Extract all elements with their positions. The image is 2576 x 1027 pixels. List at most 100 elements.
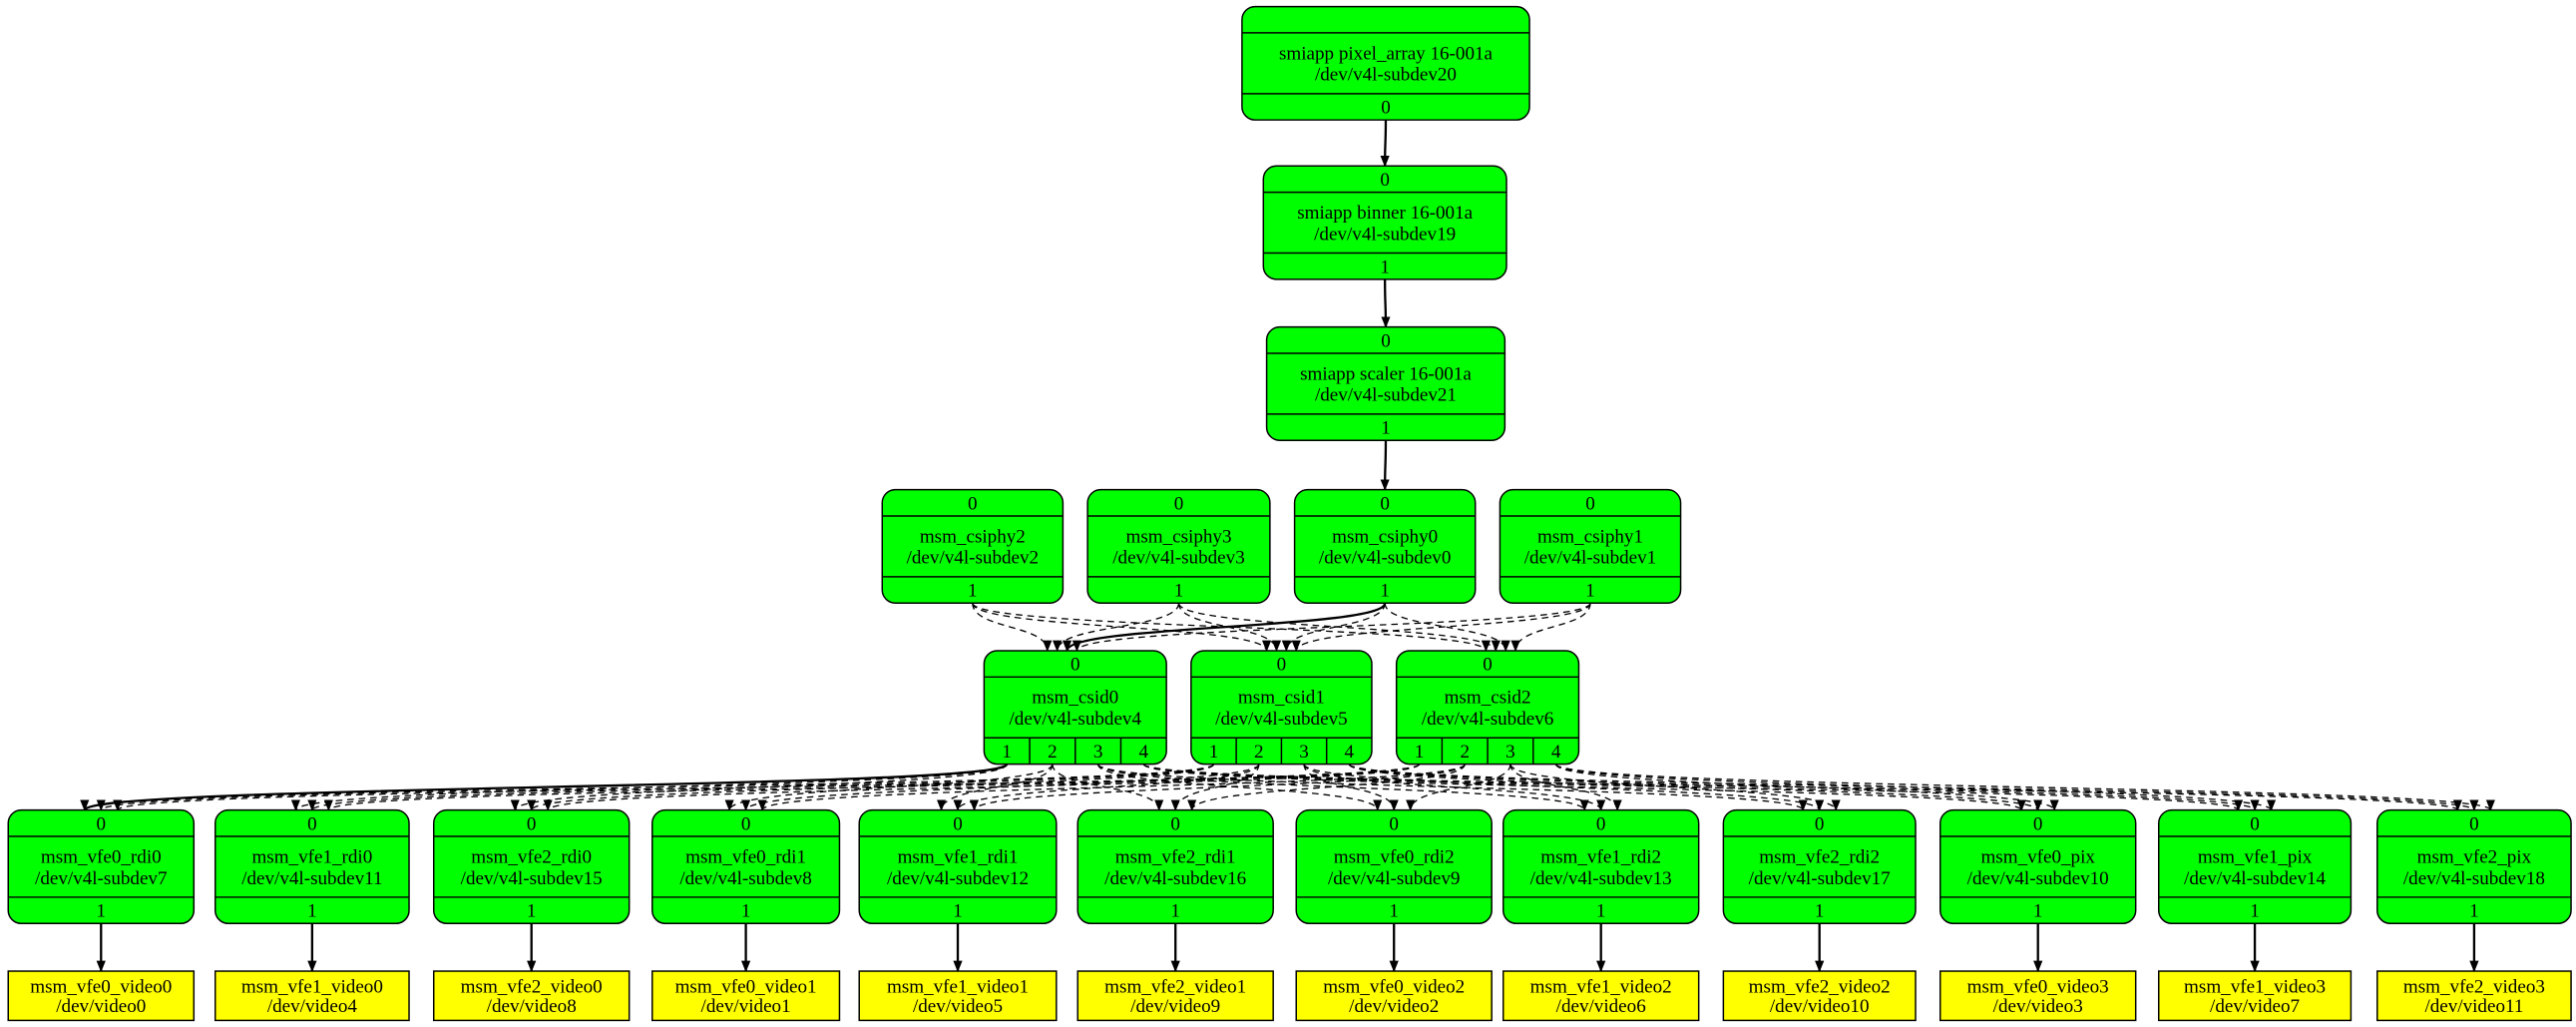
link-csiphy2-csid0[interactable] [972,603,1053,653]
in-pad[interactable]: 0 [1380,170,1390,191]
video-devnode-vfe0_video3[interactable]: msm_vfe0_video3/dev/video3 [1938,970,2137,1022]
in-pad[interactable]: 0 [1596,813,1606,834]
out-pad[interactable]: 1 [307,901,317,922]
out-pad[interactable]: 1 [741,901,751,922]
in-pad[interactable]: 0 [1071,655,1080,676]
link-csid2-pad1-vfe2_rdi0[interactable] [543,763,1421,811]
out-pad[interactable]: 3 [1093,742,1103,763]
out-pad[interactable]: 1 [1380,581,1390,602]
in-pad[interactable]: 0 [527,813,537,834]
link-csid1-pad3-vfe1_rdi2[interactable] [1303,764,1606,811]
in-pad[interactable]: 0 [741,813,751,834]
out-pad[interactable]: 1 [1380,257,1390,277]
in-pad[interactable]: 0 [968,493,978,514]
out-pad[interactable]: 1 [1415,742,1425,763]
link-csid0-pad3-vfe2_rdi2[interactable] [1096,763,1808,811]
link-csid2-pad4-vfe1_pix[interactable] [1554,763,2276,811]
video-devnode-vfe1_video2[interactable]: msm_vfe1_video2/dev/video6 [1502,970,1700,1022]
out-pad[interactable]: 1 [1596,901,1606,922]
out-pad[interactable]: 1 [968,581,978,602]
link-csiphy1-csid2[interactable] [1510,603,1591,653]
link-csid1-pad3-vfe0_rdi2[interactable] [1303,764,1399,811]
video-devnode-vfe0_video2[interactable]: msm_vfe0_video2/dev/video2 [1295,970,1493,1022]
link-csid0-pad3-vfe0_rdi2[interactable] [1096,764,1383,811]
link-csid2-pad2-vfe2_rdi1[interactable] [1187,764,1466,811]
video-devnode-vfe1_video0[interactable]: msm_vfe1_video0/dev/video4 [214,970,410,1022]
out-pad[interactable]: 1 [1002,742,1012,763]
out-pad[interactable]: 1 [1174,581,1184,602]
out-pad[interactable]: 1 [1381,418,1391,439]
video-devnode-vfe1_video1[interactable]: msm_vfe1_video1/dev/video5 [858,970,1058,1022]
in-pad[interactable]: 0 [1277,655,1287,676]
entity-node-pixel_array[interactable]: smiapp pixel_array 16-001a/dev/v4l-subde… [1241,5,1530,121]
out-pad[interactable]: 4 [1139,742,1149,763]
out-pad[interactable]: 4 [1345,742,1355,763]
link-csid2-pad3-vfe1_rdi2[interactable] [1509,764,1622,811]
in-pad[interactable]: 0 [2250,813,2260,834]
link-csid1-pad1-vfe0_rdi0[interactable] [97,763,1215,811]
link-csid0-pad4-vfe0_pix[interactable] [1142,763,2026,811]
video-devnode-vfe0_video1[interactable]: msm_vfe0_video1/dev/video1 [650,970,841,1022]
link-csiphy2-csid2[interactable] [972,602,1491,653]
link-csid0-pad3-vfe1_rdi2[interactable] [1096,763,1589,811]
video-devnode-vfe0_video0[interactable]: msm_vfe0_video0/dev/video0 [7,970,196,1022]
in-pad[interactable]: 0 [96,813,106,834]
link-csiphy2-csid1[interactable] [972,602,1272,653]
link-csid1-pad1-vfe2_rdi0[interactable] [527,763,1215,811]
link-csid2-pad1-vfe0_rdi0[interactable] [113,763,1421,811]
link-pixel_array-binner[interactable] [1380,120,1390,168]
video-devnode-vfe1_video3[interactable]: msm_vfe1_video3/dev/video7 [2158,970,2353,1022]
in-pad[interactable]: 0 [2469,813,2479,834]
link-csid2-pad3-vfe0_rdi2[interactable] [1406,764,1511,811]
link-csid2-pad3-vfe2_rdi2[interactable] [1509,764,1841,811]
link-csid1-pad4-vfe0_pix[interactable] [1348,763,2043,811]
video-devnode-vfe2_video3[interactable]: msm_vfe2_video3/dev/video11 [2376,970,2572,1022]
in-pad[interactable]: 0 [1380,493,1390,514]
link-scaler-csiphy0[interactable] [1380,440,1390,491]
out-pad[interactable]: 1 [2250,901,2260,922]
out-pad[interactable]: 1 [96,901,106,922]
video-devnode-vfe2_video1[interactable]: msm_vfe2_video1/dev/video9 [1076,970,1274,1022]
in-pad[interactable]: 0 [1815,813,1825,834]
out-pad[interactable]: 3 [1505,742,1515,763]
link-csid1-pad4-vfe1_pix[interactable] [1348,763,2260,811]
link-csiphy1-csid1[interactable] [1291,602,1591,653]
link-csiphy0-csid0[interactable] [1063,602,1387,653]
link-csid0-pad4-vfe1_pix[interactable] [1142,763,2243,811]
in-pad[interactable]: 0 [307,813,317,834]
link-csiphy3-csid1[interactable] [1177,603,1282,653]
out-pad[interactable]: 0 [1381,98,1391,119]
out-pad[interactable]: 2 [1048,742,1058,763]
in-pad[interactable]: 0 [1389,813,1399,834]
link-csid2-pad1-vfe1_rdi0[interactable] [324,763,1421,811]
link-csiphy1-csid0[interactable] [1072,602,1591,653]
link-csiphy3-csid0[interactable] [1053,603,1180,653]
out-pad[interactable]: 3 [1299,742,1309,763]
link-csid0-pad1-vfe0_rdi0[interactable] [80,763,1009,811]
link-csid2-pad4-vfe0_pix[interactable] [1554,763,2059,811]
out-pad[interactable]: 4 [1551,742,1561,763]
out-pad[interactable]: 1 [1389,901,1399,922]
in-pad[interactable]: 0 [1483,655,1493,676]
out-pad[interactable]: 2 [1460,742,1470,763]
out-pad[interactable]: 2 [1254,742,1264,763]
video-devnode-vfe2_video2[interactable]: msm_vfe2_video2/dev/video10 [1722,970,1917,1022]
in-pad[interactable]: 0 [1381,330,1391,351]
out-pad[interactable]: 1 [527,901,537,922]
